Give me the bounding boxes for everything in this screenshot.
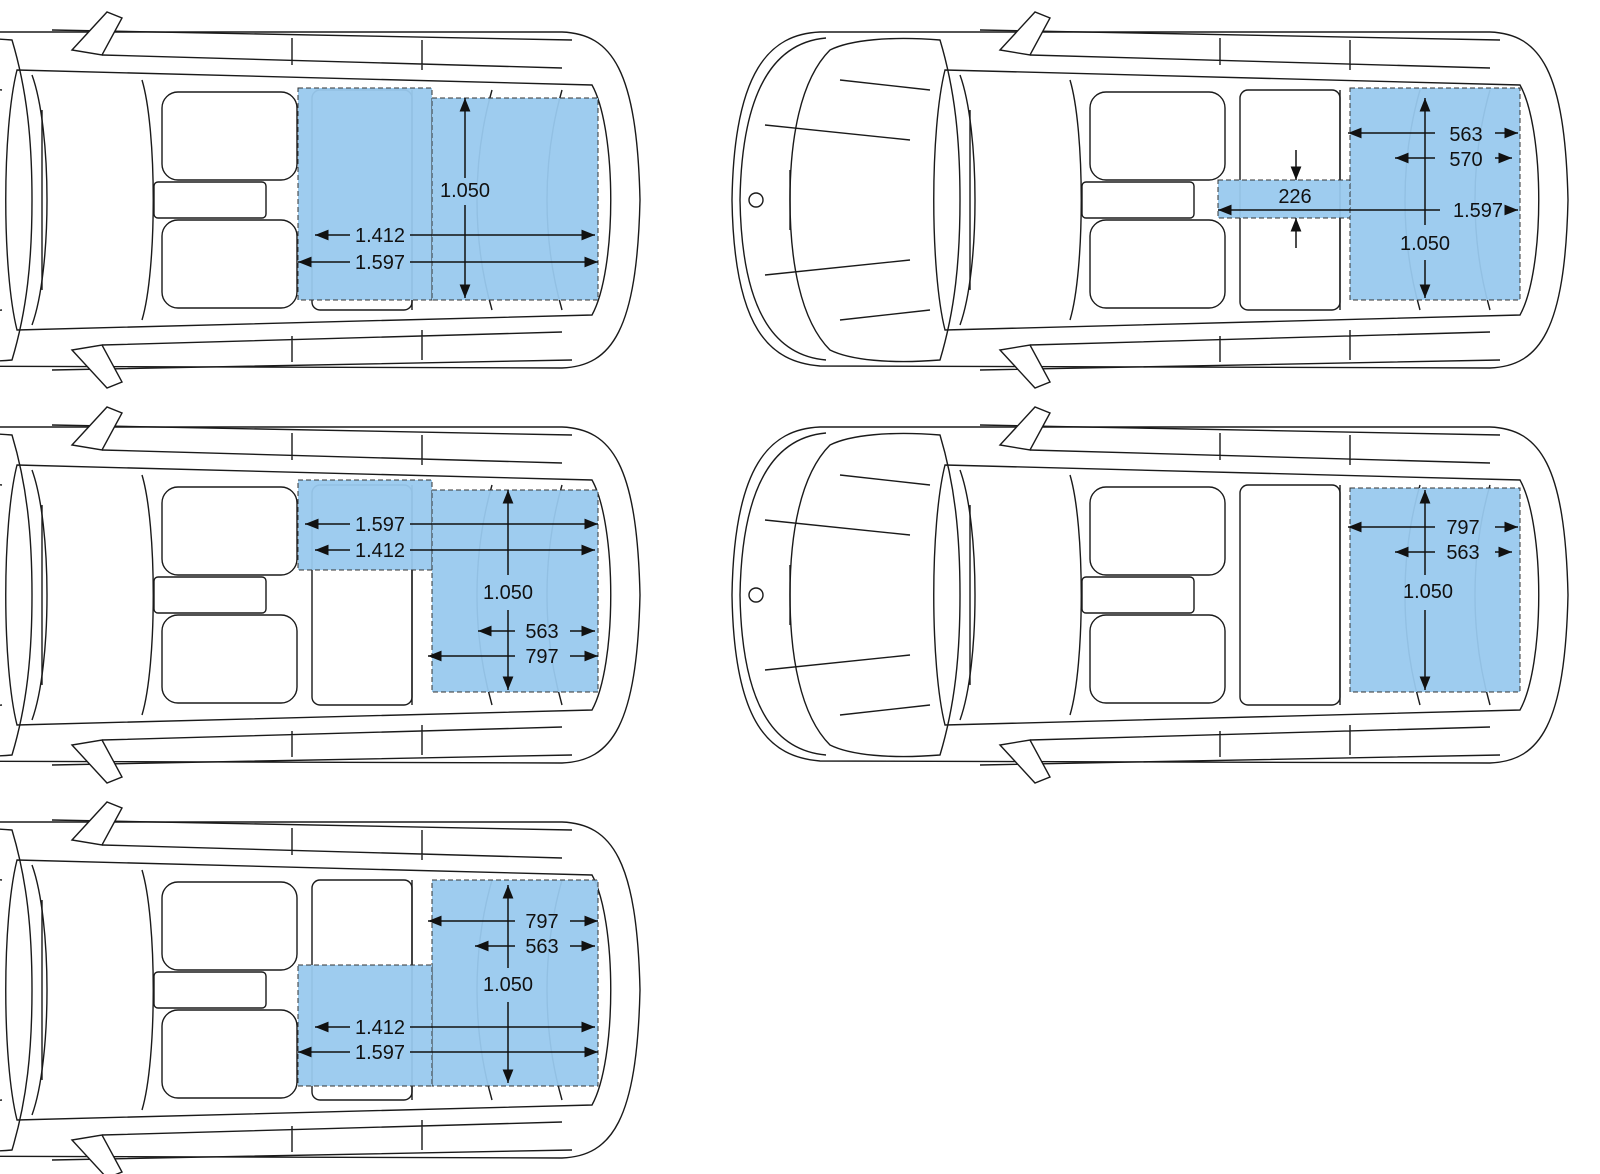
front-seat-right	[161, 1009, 298, 1099]
dim-label: 1.412	[355, 540, 405, 562]
mirror-left	[998, 11, 1051, 56]
dim-label: 563	[1449, 124, 1482, 146]
windshield	[31, 74, 154, 326]
cabin-outline	[933, 464, 1540, 726]
front-seat-left	[161, 881, 298, 971]
front-seat-left	[1089, 486, 1226, 576]
detail-lines	[41, 110, 43, 290]
dim-label: 1.412	[355, 1017, 405, 1039]
cargo-area	[1217, 179, 1351, 219]
dim-label-height: 1.050	[1400, 233, 1450, 255]
dim-label: 1.597	[1453, 200, 1503, 222]
mirror-left	[70, 801, 123, 846]
brand-logo	[748, 587, 764, 603]
hood	[0, 433, 33, 757]
detail-lines	[41, 900, 43, 1080]
cargo-area	[1349, 487, 1521, 693]
windshield	[959, 469, 1082, 721]
bumper-front	[739, 37, 827, 361]
dim-label-through-load: 226	[1278, 186, 1311, 208]
bumper-front	[739, 432, 827, 756]
cargo-area	[1349, 87, 1521, 301]
dim-label-height: 1.050	[440, 180, 490, 202]
dim-label-height: 1.050	[1403, 581, 1453, 603]
door-lines	[51, 424, 573, 766]
mirror-left	[70, 11, 123, 56]
windshield	[959, 74, 1082, 326]
cargo-area	[297, 87, 433, 301]
dim-label: 1.597	[355, 1042, 405, 1064]
dim-label: 1.597	[355, 514, 405, 536]
front-seat-right	[161, 219, 298, 309]
mirror-right	[70, 1134, 123, 1174]
detail-lines	[789, 110, 971, 290]
detail-lines	[41, 505, 43, 685]
dim-label: 563	[525, 621, 558, 643]
front-seat-left	[161, 486, 298, 576]
center-console	[153, 181, 267, 219]
dim-label: 797	[525, 911, 558, 933]
dim-label: 563	[1446, 542, 1479, 564]
hood	[789, 432, 961, 758]
front-seat-left	[161, 91, 298, 181]
hood	[789, 37, 961, 363]
mirror-left	[998, 406, 1051, 451]
mirror-right	[998, 739, 1051, 784]
dim-label-width: 1.412	[355, 225, 405, 247]
dim-label: 570	[1449, 149, 1482, 171]
dim-label: 797	[1446, 517, 1479, 539]
brand-logo	[748, 192, 764, 208]
hood	[0, 828, 33, 1152]
dim-label: 563	[525, 936, 558, 958]
cabin-outline	[933, 69, 1540, 331]
mirror-right	[70, 739, 123, 784]
door-lines	[51, 819, 573, 1161]
detail-lines	[789, 505, 971, 685]
center-console	[153, 971, 267, 1009]
cabin-outline	[5, 464, 612, 726]
front-seat-right	[161, 614, 298, 704]
windshield	[31, 864, 154, 1116]
center-console	[1081, 576, 1195, 614]
door-lines	[51, 29, 573, 371]
dim-label-height: 1.050	[483, 582, 533, 604]
cargo-area	[431, 97, 599, 301]
door-lines	[979, 424, 1501, 766]
front-seat-left	[1089, 91, 1226, 181]
hood	[0, 38, 33, 362]
windshield	[31, 469, 154, 721]
center-console	[153, 576, 267, 614]
mirror-left	[70, 406, 123, 451]
hood-lines	[764, 79, 931, 321]
door-lines	[979, 29, 1501, 371]
mirror-right	[70, 344, 123, 389]
cabin-outline	[5, 859, 612, 1121]
cabin-outline	[5, 69, 612, 331]
hood-lines	[764, 474, 931, 716]
center-console	[1081, 181, 1195, 219]
front-seat-right	[1089, 219, 1226, 309]
dim-label-height: 1.050	[483, 974, 533, 996]
dim-label: 797	[525, 646, 558, 668]
mirror-right	[998, 344, 1051, 389]
dim-label-width: 1.597	[355, 252, 405, 274]
front-seat-right	[1089, 614, 1226, 704]
